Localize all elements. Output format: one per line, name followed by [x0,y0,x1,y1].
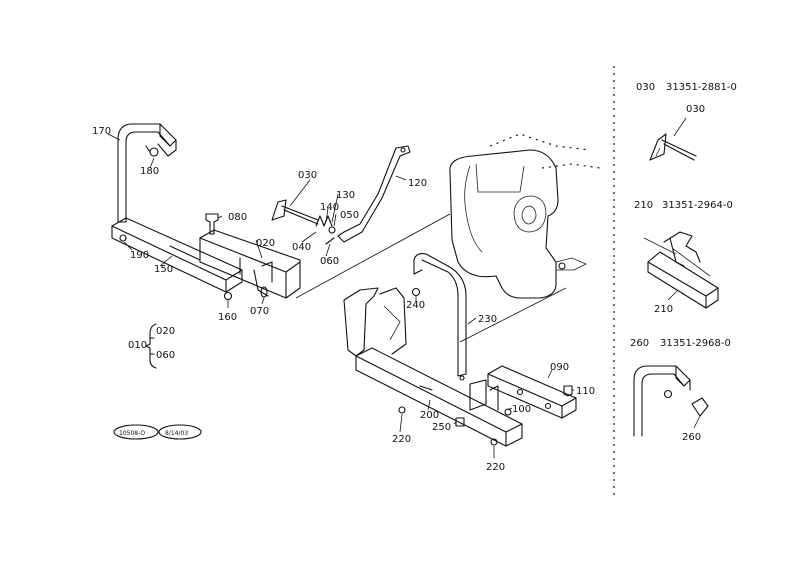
detail-210-drawing [643,231,719,309]
assembly-060: 060 [156,350,175,361]
callout-070: 070 [250,306,269,317]
callout-050: 050 [340,210,359,221]
bolt-110-drawing [563,385,573,397]
callout-230: 230 [478,314,497,325]
detail-260-part-no: 31351-2968-0 [660,338,731,349]
stamps [113,424,202,440]
detail-panel-030: 030 31351-2881-0 030 [636,82,737,115]
nut-190-drawing [119,234,127,242]
detail-260-callout: 260 [630,338,649,349]
bolt-080-drawing [205,213,219,235]
callout-120: 120 [408,178,427,189]
callout-150: 150 [154,264,173,275]
callout-140: 140 [320,202,339,213]
bar-150-drawing [111,217,243,293]
callout-040: 040 [292,242,311,253]
detail-210-part-no: 31351-2964-0 [662,200,733,211]
stamp-left-text: 10508-O [119,430,145,437]
callout-220-left: 220 [392,434,411,445]
spacer-070-drawing [260,286,268,298]
callout-180: 180 [140,166,159,177]
detail-210-callout: 210 [634,200,653,211]
callout-090: 090 [550,362,569,373]
callout-200: 200 [420,410,439,421]
assembly-020: 020 [156,326,175,337]
bracket-090-drawing [469,365,577,419]
detail-210-label: 210 [654,304,673,315]
spring-140-drawing [315,215,336,234]
callout-190: 190 [130,250,149,261]
assembly-010: 010 [128,340,147,351]
detail-030-label: 030 [686,104,705,115]
bracket-020-drawing [199,229,301,299]
callout-leaders [107,133,574,458]
bolt-180-drawing [145,145,159,157]
engine-outline-drawing [449,133,601,299]
bracket-200-drawing [355,347,523,447]
callout-170: 170 [92,126,111,137]
callout-060: 060 [320,256,339,267]
nut-100-drawing [504,408,512,416]
callout-160: 160 [218,312,237,323]
callout-labels: 170 180 190 150 160 070 080 020 030 040 … [92,126,595,473]
bolts-220-drawing [398,406,498,446]
frame-230-drawing [413,253,467,381]
detail-030-drawing [649,117,697,161]
bolt-160-drawing [223,291,233,301]
callout-240: 240 [406,300,425,311]
pin-060-drawing [325,237,335,245]
detail-030-part-no: 31351-2881-0 [666,82,737,93]
callout-020: 020 [256,238,275,249]
callout-130: 130 [336,190,355,201]
assembly-brace-010 [145,323,157,369]
lever-030-drawing [271,199,319,225]
callout-250: 250 [432,422,451,433]
rod-120-drawing [337,145,411,243]
shroud-240-drawing [343,287,421,357]
detail-260-drawing [633,365,709,437]
callout-030: 030 [298,170,317,181]
callout-100: 100 [512,404,531,415]
detail-panel-260: 260 31351-2968-0 260 [630,338,731,443]
detail-030-callout: 030 [636,82,655,93]
stamp-right-text: 8/14/03 [165,430,188,437]
callout-220-right: 220 [486,462,505,473]
callout-110: 110 [576,386,595,397]
detail-260-label: 260 [682,432,701,443]
assembly-labels: 010 020 060 [128,326,175,361]
callout-080: 080 [228,212,247,223]
nut-250-drawing [455,417,465,427]
detail-panel-210: 210 31351-2964-0 210 [634,200,733,315]
